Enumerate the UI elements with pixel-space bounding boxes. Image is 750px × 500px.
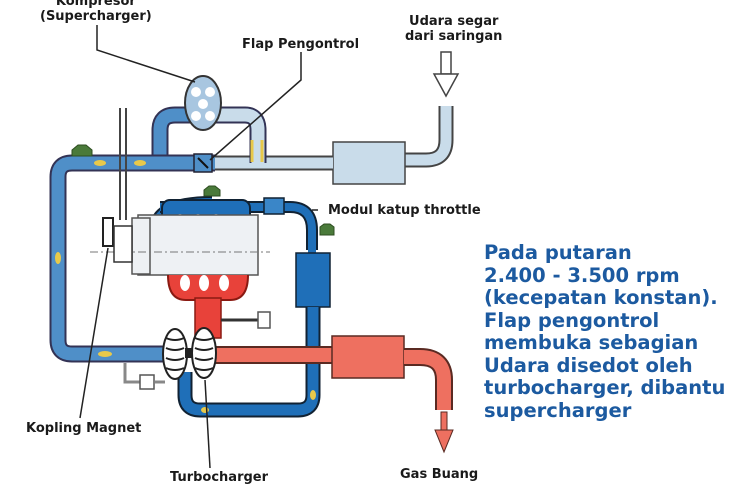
description-line: (kecepatan konstan). (484, 286, 718, 309)
label-exhaust: Gas Buang (400, 467, 479, 482)
fresh-air-arrow (432, 51, 460, 98)
description-line: membuka sebagian (484, 331, 699, 354)
control-flap (193, 153, 213, 173)
label-compressor: Kompresor (Supercharger) (40, 0, 152, 24)
magnetic-clutch (102, 108, 133, 263)
description-text: Pada putaran 2.400 - 3.500 rpm (kecepata… (484, 241, 726, 422)
label-magnetic-clutch: Kopling Magnet (26, 421, 142, 436)
exhaust-manifold (167, 274, 271, 339)
label-compressor-line1: Kompresor (55, 0, 136, 9)
supercharger-compressor (184, 75, 222, 131)
exhaust-pipe (215, 335, 454, 454)
leader-lines (79, 25, 318, 469)
intercooler (295, 252, 331, 308)
description-line: turbocharger, dibantu (484, 376, 726, 399)
label-fresh-air-line2: dari saringan (405, 29, 503, 44)
description-line: supercharger (484, 398, 632, 422)
throttle-module (263, 197, 285, 215)
description-line: Udara disedot oleh (484, 353, 693, 377)
bypass-valve (123, 363, 165, 390)
label-fresh-air: Udara segar dari saringan (405, 14, 502, 44)
label-compressor-line2: (Supercharger) (40, 9, 152, 24)
label-turbocharger: Turbocharger (170, 470, 269, 485)
turbocharger (162, 327, 217, 380)
label-throttle-module: Modul katup throttle (328, 203, 481, 218)
muffler (331, 335, 405, 379)
description-line: Flap pengontrol (484, 308, 660, 332)
description-line: 2.400 - 3.500 rpm (484, 263, 680, 287)
main-intake-loop (49, 144, 215, 363)
label-fresh-air-line1: Udara segar (409, 14, 499, 29)
label-flap: Flap Pengontrol (242, 37, 360, 52)
air-filter-box (332, 141, 406, 185)
intake-filter-pipe (215, 106, 454, 185)
engine-block (90, 214, 270, 276)
wastegate (257, 311, 271, 329)
description-line: Pada putaran (484, 241, 632, 264)
